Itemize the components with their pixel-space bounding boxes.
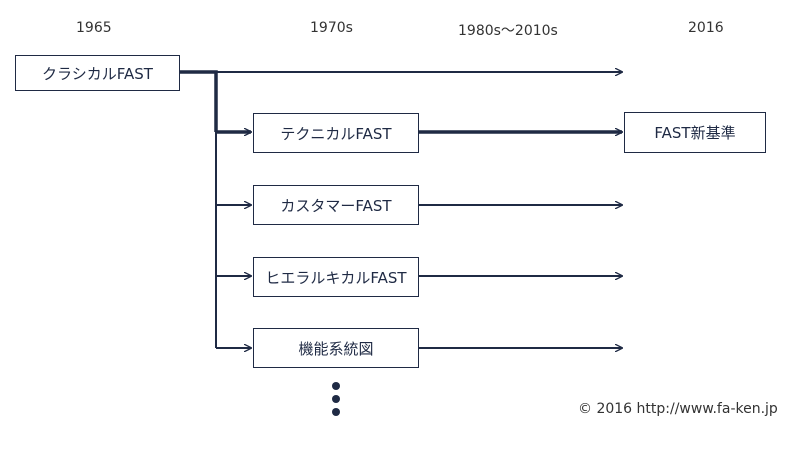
copyright-text: © 2016 http://www.fa-ken.jp	[578, 401, 778, 417]
year-1970s-label: 1970s	[310, 20, 353, 36]
year-2016-label: 2016	[688, 20, 724, 36]
ellipsis-dot	[332, 395, 340, 403]
ellipsis-dot	[332, 408, 340, 416]
trunk-thick	[180, 70, 218, 132]
node-fast-new-standard: FAST新基準	[624, 112, 766, 153]
year-1980s-2010s-label: 1980s～2010s	[458, 23, 558, 39]
ellipsis-dot	[332, 382, 340, 390]
node-classical-fast: クラシカルFAST	[15, 55, 180, 91]
year-1965-label: 1965	[76, 20, 112, 36]
continuation-ellipsis	[330, 382, 342, 421]
node-customer-fast: カスタマーFAST	[253, 185, 419, 225]
node-technical-fast: テクニカルFAST	[253, 113, 419, 153]
node-hierarchical-fast: ヒエラルキカルFAST	[253, 257, 419, 297]
node-function-system-diagram: 機能系統図	[253, 328, 419, 368]
